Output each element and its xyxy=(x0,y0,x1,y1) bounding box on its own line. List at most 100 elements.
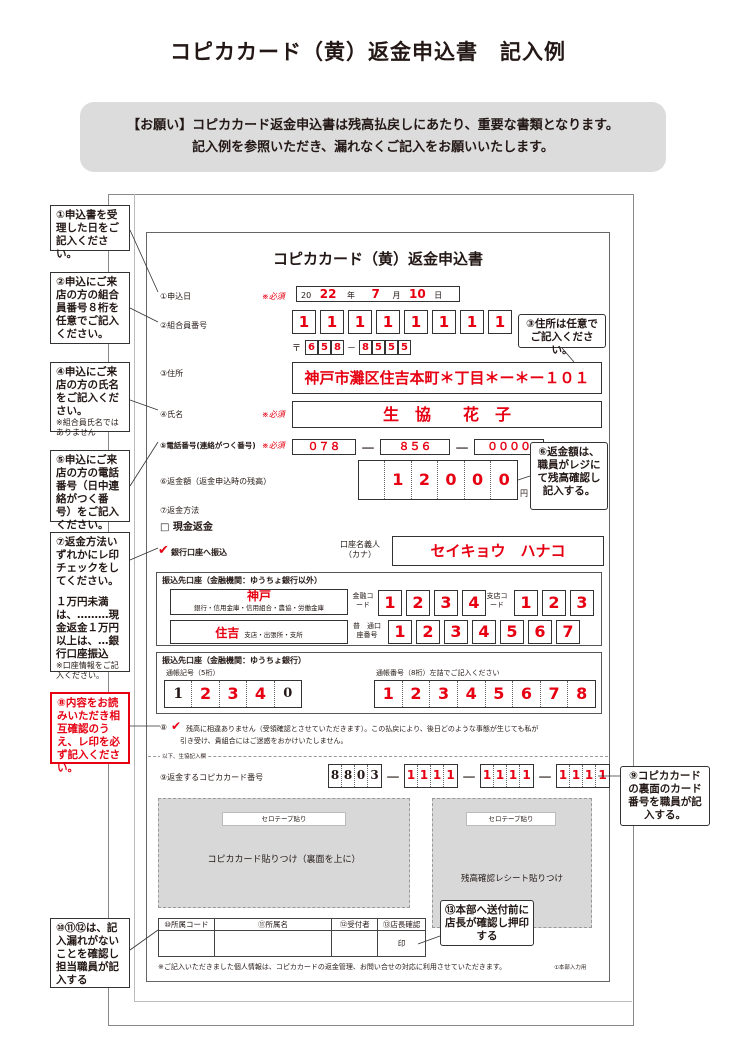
method-cash-option[interactable]: □ 現金返金 xyxy=(160,522,213,533)
callout-amount: ⑥返金額は、職員がレジにて残高確認し記入する。 xyxy=(530,442,608,510)
bank-name-field[interactable]: 神戸 銀行・信用金庫・信用組合・農協・労働金庫 xyxy=(170,589,348,615)
yucho-symbol-field[interactable]: 1 2 3 4 0 xyxy=(164,680,302,708)
date-year-unit: 年 xyxy=(346,291,355,300)
confirm-text: 残高に相違ありません（受領確認とさせていただきます）。この払戻により、後日どのよ… xyxy=(180,723,604,747)
date-day-unit: 日 xyxy=(434,291,443,300)
member-digit: 1 xyxy=(320,310,344,334)
amount-digit: 0 xyxy=(438,461,465,499)
bank-name: 神戸 xyxy=(246,589,271,603)
phone-field[interactable]: ０７８ － ８５６ － ００００ xyxy=(292,435,545,459)
leader-line-amount xyxy=(517,475,531,481)
hq-note: ①本部入力用 xyxy=(554,965,587,971)
member-digit: 1 xyxy=(460,310,484,334)
leader-line-staff xyxy=(129,929,159,951)
form-frame xyxy=(146,232,610,982)
side-note-method: ⑦返金方法いずれかにレ印チェックをしてください。 １万円未満は、………現金返金１… xyxy=(50,532,130,680)
side-note-phone: ⑤申込にご来店の方の電話番号（日中連絡がつく番号）をご記入ください。 xyxy=(50,450,130,531)
card-digit: 3 xyxy=(370,768,379,782)
member-digit: 1 xyxy=(292,310,316,334)
side-note-member: ②申込にご来店の方の組合員番号８桁を任意でご記入ください。 xyxy=(50,272,130,344)
yucho-symbol-label: 通帳記号（5桁） xyxy=(166,669,220,677)
yucho-number-digit: 6 xyxy=(513,681,541,707)
side-note-name-main: ④申込にご来店の方の氏名をご記入ください。 xyxy=(56,366,119,417)
method-bank-option: 銀行口座へ振込 xyxy=(171,548,227,557)
account-digit: 6 xyxy=(528,620,552,644)
phone-required: ※必須 xyxy=(262,441,285,450)
card-digit: 0 xyxy=(355,765,368,787)
card-number-field[interactable]: 8 8 0 3 － 1 1 1 1 － 1 1 1 1 － 1 1 1 1 xyxy=(328,764,611,788)
holder-label: 口座名義人 （カナ） xyxy=(340,540,380,560)
side-note-confirm: ⑧内容をお読みいただき相互確認のうえ、レ印を必ず記入ください。 xyxy=(50,692,130,774)
bank-other-section xyxy=(156,572,602,646)
date-label: ①申込日 xyxy=(160,292,192,301)
date-era: 20 xyxy=(301,291,312,300)
card-digit: 1 xyxy=(570,765,584,787)
callout-manager: ⑬本部へ送付前に店長が確認し押印する xyxy=(440,900,534,946)
postal-digit: 5 xyxy=(398,340,412,355)
leader-line-member xyxy=(129,307,159,323)
postal-digit: 8 xyxy=(331,340,345,355)
account-digit: 3 xyxy=(444,620,468,644)
name-field[interactable]: 生 協 花 子 xyxy=(292,401,602,428)
method-bank-check[interactable]: ✔ xyxy=(158,543,169,558)
bank-code-digit: 3 xyxy=(434,590,458,616)
postal-digit: 5 xyxy=(318,340,332,355)
date-day: 10 xyxy=(408,287,426,301)
yucho-number-digit: 3 xyxy=(430,681,458,707)
address-field[interactable]: 神戸市灘区住吉本町＊丁目＊ー＊ー１０１ xyxy=(292,362,602,394)
postal-digit: 8 xyxy=(359,340,373,355)
card-digit: 1 xyxy=(446,768,455,782)
bank-code-digit: 1 xyxy=(378,590,402,616)
yucho-number-digit: 2 xyxy=(403,681,431,707)
form-title: コピカカード（黄）返金申込書 xyxy=(272,250,483,268)
member-label: ②組合員番号 xyxy=(160,321,208,330)
holder-field[interactable]: セイキョウ ハナコ xyxy=(392,536,604,566)
amount-digit: 2 xyxy=(412,461,439,499)
member-digit: 1 xyxy=(404,310,428,334)
callout-card: ⑨コピカカードの裏面のカード番号を職員が記入する。 xyxy=(620,766,710,826)
postal-digit: 6 xyxy=(305,340,319,355)
bank-code-label: 金融コード xyxy=(352,592,374,609)
leader-line-phone xyxy=(129,441,159,487)
account-number-field[interactable]: 1 2 3 4 5 6 7 xyxy=(388,620,584,644)
staff-cell[interactable] xyxy=(331,930,379,957)
staff-stamp-cell[interactable]: 印 xyxy=(377,930,426,957)
confirm-check[interactable]: ✔ xyxy=(171,719,182,733)
account-label: 普 通口座番号 xyxy=(353,622,381,639)
member-digit: 1 xyxy=(348,310,372,334)
leader-line-date xyxy=(129,229,159,293)
staff-cell[interactable] xyxy=(158,930,215,957)
side-note-method-main: ⑦返金方法いずれかにレ印チェックをしてください。 xyxy=(56,536,119,587)
branch-code-digit: 3 xyxy=(570,590,594,616)
form-sheet-fold xyxy=(134,194,632,1002)
yucho-number-field[interactable]: 1 2 3 4 5 6 7 8 xyxy=(374,680,596,708)
notice-line-1: 【お願い】コピカカード返金申込書は残高払戻しにあたり、重要な書類となります。 xyxy=(127,118,619,133)
date-field[interactable]: 20 22 年 7 月 10 日 xyxy=(296,286,460,302)
staff-table: ⑩所属コード ⑪所属名 ⑫受付者 ⑬店長確認 印 xyxy=(158,918,426,957)
yucho-heading: 振込先口座（金融機関：ゆうちょ銀行） xyxy=(162,656,306,665)
card-digit: 8 xyxy=(342,765,355,787)
yucho-symbol-digit: 2 xyxy=(192,681,220,707)
card-tape-text: コピカカード貼りつけ（裏面を上に） xyxy=(207,855,361,865)
amount-field[interactable]: 1 2 0 0 0 xyxy=(358,460,518,500)
branch-code-field[interactable]: 1 2 3 xyxy=(514,590,598,616)
card-digit: 1 xyxy=(418,765,432,787)
account-digit: 2 xyxy=(416,620,440,644)
branch-name-field[interactable]: 住吉 支店・出張所・支所 xyxy=(170,620,348,644)
confirm-text-1: 残高に相違ありません（受領確認とさせていただきます）。この払戻により、後日どのよ… xyxy=(186,725,539,733)
account-digit: 5 xyxy=(500,620,524,644)
amount-label: ⑥返金額（返金申込時の残高） xyxy=(160,477,272,486)
card-digit: 8 xyxy=(329,765,342,787)
member-number-field[interactable]: 1 1 1 1 1 1 1 1 xyxy=(292,310,516,334)
card-digit: 1 xyxy=(481,765,495,787)
bank-types: 銀行・信用金庫・信用組合・農協・労働金庫 xyxy=(194,604,324,612)
postal-mark: 〒 xyxy=(292,344,302,354)
leader-line-manager xyxy=(417,935,441,945)
bank-code-field[interactable]: 1 2 3 4 xyxy=(378,590,490,616)
card-digit: 1 xyxy=(507,765,521,787)
bank-code-digit: 2 xyxy=(406,590,430,616)
staff-divider xyxy=(148,756,608,757)
